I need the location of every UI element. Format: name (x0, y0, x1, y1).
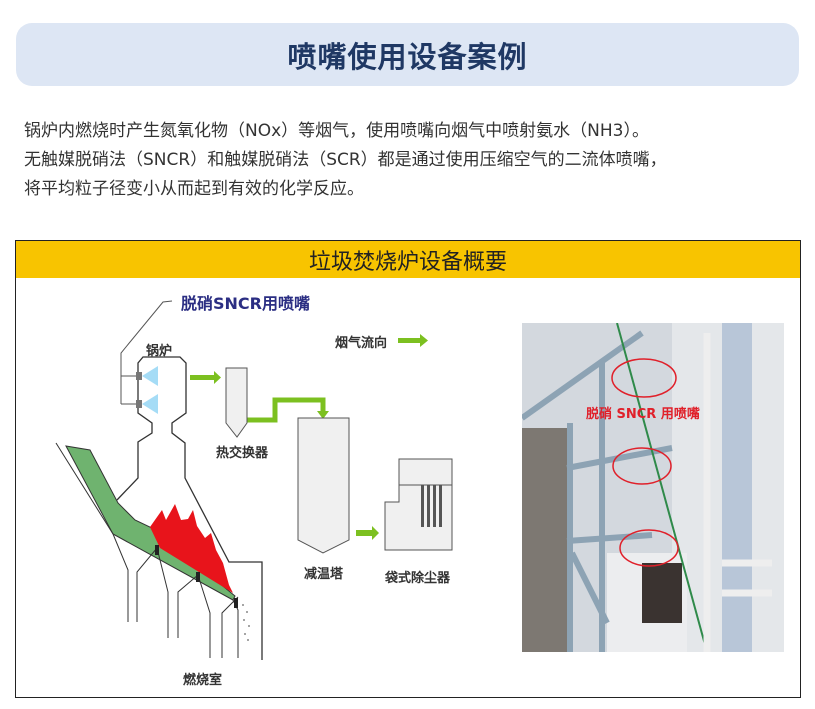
heat-exchanger (225, 367, 248, 438)
ash (242, 604, 250, 641)
equipment-photo: 脱硝 SNCR 用喷嘴 (522, 323, 784, 652)
flow-arrow (190, 334, 428, 540)
intro-line: 无触媒脱硝法（SNCR）和触媒脱硝法（SCR）都是通过使用压缩空气的二流体喷嘴， (24, 150, 667, 170)
flame (150, 504, 233, 593)
nozzle-icon (136, 366, 158, 414)
sncr-nozzle-label: 脱硝SNCR用喷嘴 (181, 294, 310, 313)
boiler-outline (116, 356, 263, 660)
boiler-label: 锅炉 (146, 344, 173, 359)
photo-nozzle-label: 脱硝 SNCR 用喷嘴 (586, 407, 700, 422)
intro-text: 锅炉内燃烧时产生氮氧化物（NOx）等烟气，使用喷嘴向烟气中喷射氨水（NH3）。 … (24, 117, 804, 204)
cooling-tower-label: 减温塔 (304, 567, 344, 582)
page-title: 喷嘴使用设备案例 (287, 39, 528, 74)
panel-title: 垃圾焚烧炉设备概要 (16, 241, 800, 278)
cooling-tower (297, 417, 350, 554)
intro-line: 锅炉内燃烧时产生氮氧化物（NOx）等烟气，使用喷嘴向烟气中喷射氨水（NH3）。 (24, 121, 649, 141)
highlight-circle (611, 358, 679, 567)
heat-exchanger-label: 热交换器 (216, 446, 269, 461)
header-banner: 喷嘴使用设备案例 (16, 23, 799, 86)
overview-panel: 垃圾焚烧炉设备概要 (15, 240, 801, 698)
intro-line: 将平均粒子径变小从而起到有效的化学反应。 (24, 179, 364, 199)
flow-pipe (247, 397, 326, 423)
leader-line (120, 300, 173, 404)
bag-filter (384, 458, 453, 551)
flow-direction-legend: 烟气流向 (335, 336, 388, 351)
combustion-chamber-label: 燃烧室 (183, 673, 223, 688)
bag-filter-label: 袋式除尘器 (385, 571, 451, 586)
